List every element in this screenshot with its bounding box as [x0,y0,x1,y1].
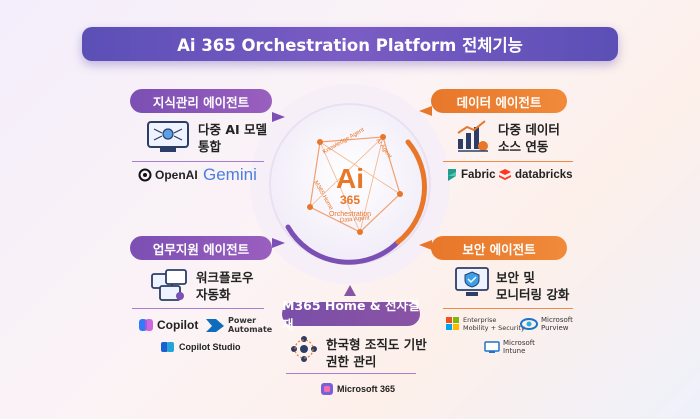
data-desc-line1: 다중 데이터 [498,122,560,137]
copilot-icon [139,319,153,331]
data-chart-icon [457,120,488,152]
purview-logo: Microsoft Purview [520,316,573,332]
copilot-studio-logo: Copilot Studio [160,340,240,354]
databricks-logo-text: databricks [515,169,573,181]
data-agent-desc: 다중 데이터 소스 연동 [498,121,560,155]
power-automate-logo: Power Automate [205,316,272,334]
security-agent-label: 보안 에이전트 [431,236,567,260]
intune-line2: Intune [503,347,526,355]
openai-icon [138,168,152,182]
power-automate-line1: Power [228,316,257,325]
data-agent-label-text: 데이터 에이전트 [456,94,542,110]
hub-ai-text: Ai [336,163,364,194]
security-divider [443,308,573,309]
openai-logo-text: OpenAI [155,168,198,182]
hub-arc-purple [285,224,401,265]
hub-arc-orange [395,139,427,245]
knowledge-desc-line1: 다중 AI 모델 [198,122,268,137]
page-title: Ai 365 Orchestration Platform 전체기능 [82,27,618,61]
purview-line2: Purview [541,324,569,332]
data-desc-line2: 소스 연동 [498,139,549,154]
ring-label-data: Data Agent [340,215,370,224]
gemini-logo: Gemini [203,165,257,185]
work-desc-line2: 자동화 [196,287,231,302]
databricks-logo: databricks [498,168,573,182]
intune-line1: Microsoft [503,339,535,347]
intune-text: Microsoft Intune [503,339,535,355]
work-agent-label: 업무지원 에이전트 [130,236,272,260]
work-agent-desc: 워크플로우 자동화 [196,269,254,303]
data-agent-label: 데이터 에이전트 [431,89,567,113]
knowledge-desc-line2: 통합 [198,139,222,154]
work-divider [132,308,264,309]
ems-line2: Mobility + Security [463,324,525,332]
microsoft365-logo: Microsoft 365 [320,382,395,396]
intune-logo: Microsoft Intune [484,339,535,355]
intune-icon [484,341,500,353]
ai-model-icon [147,121,189,152]
ems-line1: Enterprise [463,316,497,324]
gemini-logo-text: Gemini [203,165,257,184]
microsoft-grid-icon [446,317,459,330]
work-desc-line1: 워크플로우 [196,270,254,285]
fabric-logo: Fabric [446,168,496,182]
copilot-studio-text: Copilot Studio [179,342,241,352]
center-hub: Ai 365 Orchestration Knowledge Agent AI … [250,84,450,284]
security-agent-desc: 보안 및 모니터링 강화 [496,269,569,303]
hub-orchestration-text: Orchestration [329,211,371,218]
hub-365-text: 365 [340,193,360,207]
knowledge-agent-label-text: 지식관리 에이전트 [152,94,250,110]
m365-agent-label-text: M365 Home & 전자결재 [282,298,420,332]
network-lines [309,136,401,233]
purview-text: Microsoft Purview [541,316,573,332]
power-automate-text: Power Automate [228,316,272,334]
m365-desc-line2: 권한 관리 [326,354,377,369]
power-automate-line2: Automate [228,325,273,334]
ems-text: Enterprise Mobility + Security [463,316,525,332]
m365-agent-desc: 한국형 조직도 기반 권한 관리 [326,336,427,370]
databricks-icon [499,169,511,180]
security-desc-line1: 보안 및 [496,270,535,285]
security-agent-label-text: 보안 에이전트 [462,241,536,257]
m365-divider [286,373,416,374]
copilot-logo-text: Copilot [157,318,199,332]
data-divider [443,161,573,162]
copilot-logo: Copilot [138,318,198,332]
power-automate-icon [206,319,224,332]
fabric-logo-text: Fabric [461,169,496,181]
security-monitor-icon [455,267,489,296]
purview-line1: Microsoft [541,316,573,324]
knowledge-agent-desc: 다중 AI 모델 통합 [198,121,267,155]
fabric-icon [448,169,456,181]
knowledge-divider [132,161,264,162]
ems-logo: Enterprise Mobility + Security [446,316,525,332]
security-desc-line2: 모니터링 강화 [496,287,570,302]
workflow-icon [151,269,187,301]
microsoft365-icon [321,383,333,395]
microsoft365-text: Microsoft 365 [337,384,396,394]
copilot-studio-icon [161,342,174,352]
knowledge-agent-label: 지식관리 에이전트 [130,89,272,113]
openai-logo: OpenAI [138,168,198,182]
m365-desc-line1: 한국형 조직도 기반 [326,337,427,352]
m365-agent-label: M365 Home & 전자결재 [282,298,420,332]
purview-icon [520,318,538,330]
page-title-text: Ai 365 Orchestration Platform 전체기능 [177,36,523,55]
org-chart-icon [291,336,317,362]
work-agent-label-text: 업무지원 에이전트 [152,241,250,257]
